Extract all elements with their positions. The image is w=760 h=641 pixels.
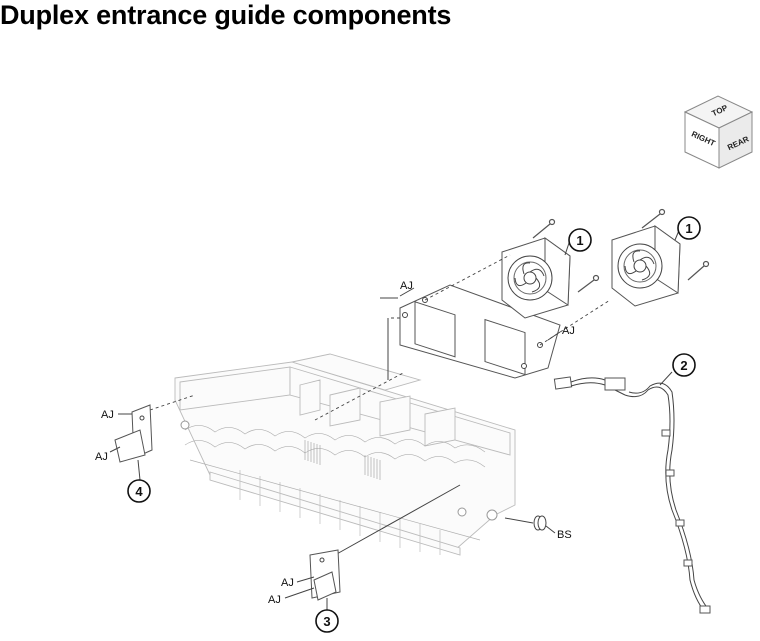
label-bs: BS (557, 529, 572, 541)
fan-left (501, 237, 571, 319)
page-title: Duplex entrance guide components (0, 0, 452, 30)
left-bracket (114, 404, 153, 463)
callout-1-left-number: 1 (576, 233, 583, 248)
bushing-part (533, 515, 556, 534)
label-aj-left-bottom: AJ (95, 451, 108, 463)
fan-mounting-plate (399, 284, 561, 379)
cable-assembly (553, 376, 711, 614)
callout-4: 4 (127, 479, 151, 503)
label-aj-bottom-bottom: AJ (268, 594, 281, 606)
fan-screws (532, 208, 710, 293)
callout-1-right: 1 (677, 216, 701, 240)
callout-3-number: 3 (323, 614, 330, 629)
right-bracket (309, 549, 341, 601)
fan-right (611, 225, 681, 307)
label-aj-left-top: AJ (101, 409, 114, 421)
callout-3: 3 (315, 609, 339, 633)
label-aj-plate-top: AJ (400, 280, 413, 292)
callout-1-right-number: 1 (685, 221, 692, 236)
label-leaders (109, 227, 681, 610)
callout-1-left: 1 (568, 228, 592, 252)
orientation-cube: TOP RIGHT REAR (683, 95, 754, 169)
label-aj-bottom-top: AJ (281, 577, 294, 589)
label-aj-plate-right: AJ (562, 325, 575, 337)
callout-2: 2 (672, 353, 696, 377)
callout-4-number: 4 (135, 484, 143, 499)
callout-2-number: 2 (680, 358, 687, 373)
duplex-guide-body (174, 353, 516, 556)
